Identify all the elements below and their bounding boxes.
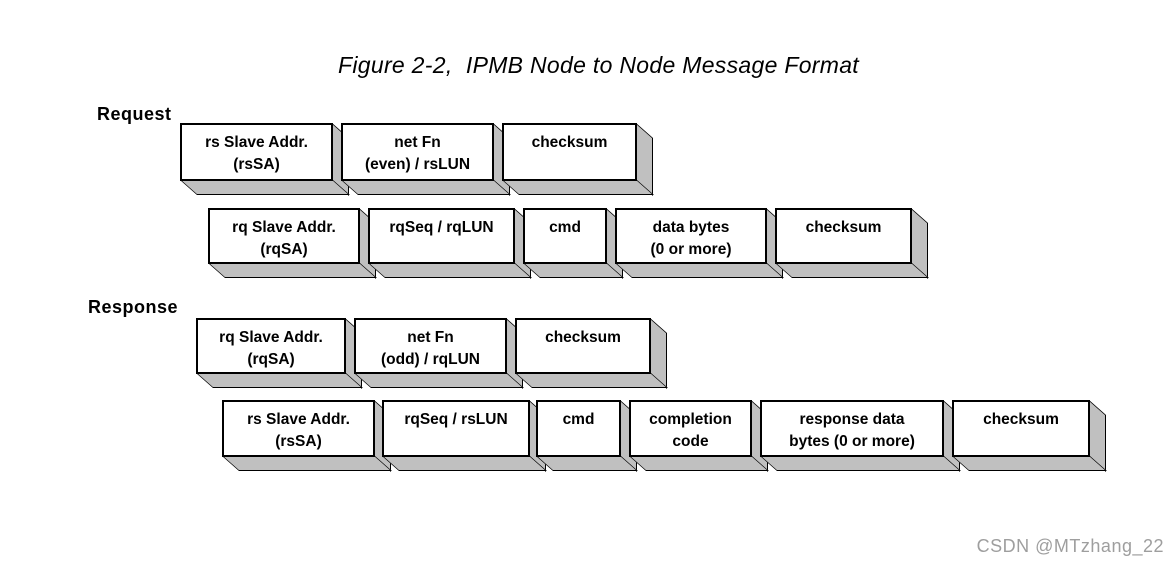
field-label-line: rqSeq / rsLUN bbox=[404, 411, 508, 428]
field-label-line: checksum bbox=[983, 411, 1059, 428]
field-box: data bytes (0 or more) bbox=[615, 208, 785, 279]
field-box-face: checksum bbox=[952, 400, 1090, 457]
field-box-face: net Fn (even) / rsLUN bbox=[341, 123, 494, 181]
field-label-line: (odd) / rqLUN bbox=[380, 351, 480, 368]
box-3d-bottom-face-shape bbox=[180, 180, 351, 195]
field-label-line: checksum bbox=[545, 329, 621, 346]
field-box-face: rq Slave Addr. (rqSA) bbox=[208, 208, 360, 264]
box-3d-bottom-face-shape bbox=[775, 263, 930, 278]
field-label-line: (rsSA) bbox=[233, 156, 280, 173]
field-box-face: rqSeq / rqLUN bbox=[368, 208, 515, 264]
box-3d-bottom-face-shape bbox=[952, 456, 1108, 471]
field-box: checksum bbox=[502, 123, 655, 196]
field-label-line: rq Slave Addr. bbox=[232, 219, 336, 236]
field-box-face: rqSeq / rsLUN bbox=[382, 400, 530, 457]
field-label-line: cmd bbox=[562, 411, 595, 428]
field-box-face: cmd bbox=[536, 400, 621, 457]
section-label-request: Request bbox=[97, 104, 172, 124]
field-label-line: response data bbox=[799, 411, 905, 428]
field-box-face: data bytes (0 or more) bbox=[615, 208, 767, 264]
box-3d-bottom-face-shape bbox=[196, 373, 364, 388]
box-3d-bottom-face-shape bbox=[515, 373, 669, 388]
section-label-response: Response bbox=[88, 297, 179, 317]
field-label-line: rs Slave Addr. bbox=[247, 411, 350, 428]
field-box-face: completion code bbox=[629, 400, 752, 457]
field-box: net Fn (even) / rsLUN bbox=[341, 123, 512, 196]
field-box: rq Slave Addr. (rqSA) bbox=[196, 318, 364, 389]
field-box-face: cmd bbox=[523, 208, 607, 264]
box-3d-bottom-face-shape bbox=[760, 456, 962, 471]
field-label-line: completion bbox=[649, 411, 732, 428]
field-box: rqSeq / rsLUN bbox=[382, 400, 548, 472]
field-box-face: checksum bbox=[502, 123, 637, 181]
field-box-face: rq Slave Addr. (rqSA) bbox=[196, 318, 346, 374]
field-box: rs Slave Addr. (rsSA) bbox=[222, 400, 393, 472]
field-box: response data bytes (0 or more) bbox=[760, 400, 962, 472]
box-3d-bottom-face-shape bbox=[629, 456, 770, 471]
figure-title: Figure 2-2, IPMB Node to Node Message Fo… bbox=[338, 52, 859, 78]
field-box: cmd bbox=[536, 400, 639, 472]
field-label-line: bytes (0 or more) bbox=[789, 433, 915, 450]
box-3d-bottom-face-shape bbox=[502, 180, 655, 195]
field-box: cmd bbox=[523, 208, 625, 279]
field-box-face: rs Slave Addr. (rsSA) bbox=[222, 400, 375, 457]
field-box-face: checksum bbox=[775, 208, 912, 264]
field-box: completion code bbox=[629, 400, 770, 472]
field-box: checksum bbox=[775, 208, 930, 279]
box-3d-bottom-face-shape bbox=[354, 373, 525, 388]
field-label-line: net Fn bbox=[394, 134, 441, 151]
field-label-line: rq Slave Addr. bbox=[219, 329, 323, 346]
field-label-line: (0 or more) bbox=[650, 241, 732, 258]
box-3d-bottom-face-shape bbox=[341, 180, 512, 195]
watermark-text: CSDN @MTzhang_22 bbox=[976, 536, 1164, 556]
field-box: rqSeq / rqLUN bbox=[368, 208, 533, 279]
field-box: net Fn (odd) / rqLUN bbox=[354, 318, 525, 389]
box-3d-bottom-face-shape bbox=[382, 456, 548, 471]
field-label-line: data bytes bbox=[652, 219, 730, 236]
field-box-face: rs Slave Addr. (rsSA) bbox=[180, 123, 333, 181]
field-label-line: (even) / rsLUN bbox=[364, 156, 471, 173]
field-box-face: checksum bbox=[515, 318, 651, 374]
box-3d-bottom-face-shape bbox=[368, 263, 533, 278]
box-3d-bottom-face-shape bbox=[536, 456, 639, 471]
box-3d-bottom-face-shape bbox=[208, 263, 378, 278]
field-box: rq Slave Addr. (rqSA) bbox=[208, 208, 378, 279]
box-3d-bottom-face-shape bbox=[222, 456, 393, 471]
field-label-line: code bbox=[672, 433, 709, 450]
field-label-line: (rqSA) bbox=[260, 241, 308, 258]
box-3d-bottom-face-shape bbox=[615, 263, 785, 278]
field-label-line: (rsSA) bbox=[275, 433, 322, 450]
field-label-line: cmd bbox=[549, 219, 581, 236]
field-label-line: rs Slave Addr. bbox=[205, 134, 308, 151]
field-box: checksum bbox=[515, 318, 669, 389]
field-label-line: checksum bbox=[531, 134, 608, 151]
field-box-face: response data bytes (0 or more) bbox=[760, 400, 944, 457]
box-3d-bottom-face-shape bbox=[523, 263, 625, 278]
field-box: checksum bbox=[952, 400, 1108, 472]
field-label-line: rqSeq / rqLUN bbox=[389, 219, 494, 236]
field-label-line: net Fn bbox=[407, 329, 454, 346]
field-box-face: net Fn (odd) / rqLUN bbox=[354, 318, 507, 374]
field-box: rs Slave Addr. (rsSA) bbox=[180, 123, 351, 196]
field-label-line: (rqSA) bbox=[247, 351, 295, 368]
field-label-line: checksum bbox=[805, 219, 882, 236]
